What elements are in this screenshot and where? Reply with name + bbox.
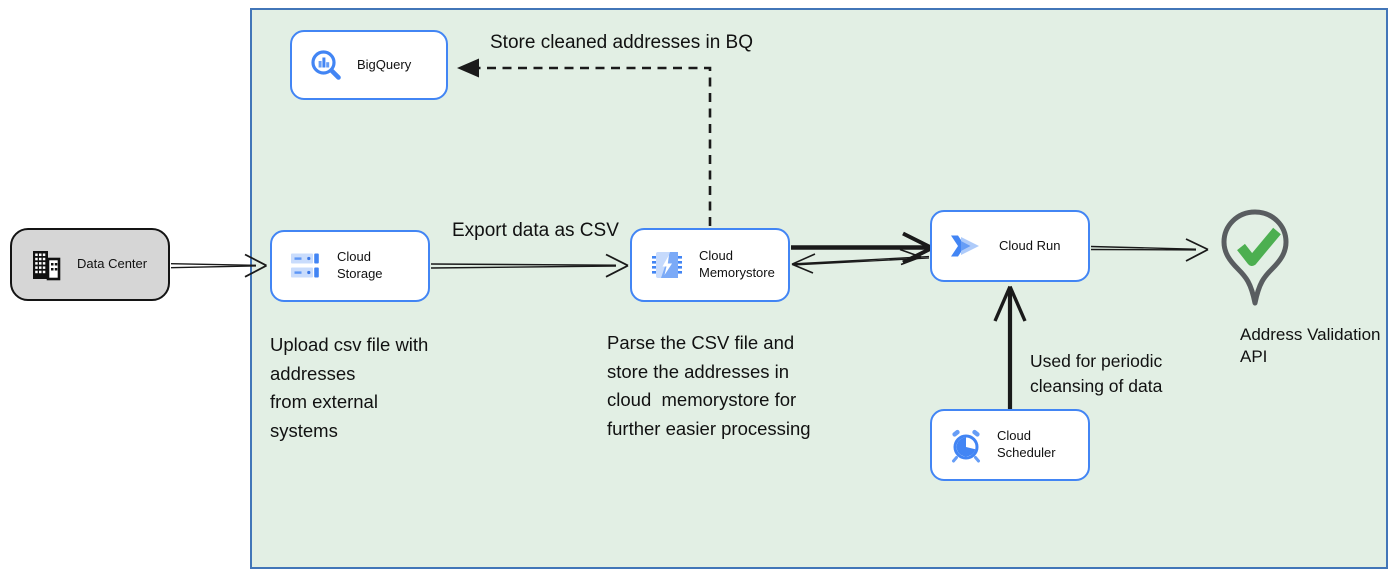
node-cloud-storage: Cloud Storage [270, 230, 430, 302]
label-address-validation-api: Address Validation API [1240, 325, 1381, 367]
node-cloud-memorystore: Cloud Memorystore [630, 228, 790, 302]
node-bigquery: BigQuery [290, 30, 448, 100]
storage-bars-icon [291, 253, 319, 278]
node-label: Cloud Scheduler [997, 428, 1056, 460]
node-label: BigQuery [357, 56, 412, 72]
run-chevron-icon [951, 235, 979, 257]
memory-chip-bolt-icon [652, 252, 682, 278]
node-label: Data Center [77, 256, 148, 272]
magnifier-chart-icon [311, 50, 341, 80]
node-cloud-scheduler: Cloud Scheduler [930, 409, 1090, 481]
label-store-cleaned-addresses: Store cleaned addresses in BQ [490, 32, 753, 53]
node-data-center: Data Center [10, 228, 170, 301]
building-icon [33, 250, 61, 280]
note-periodic-cleansing: Used for periodic cleansing of data [1030, 351, 1163, 396]
node-cloud-run: Cloud Run [930, 210, 1090, 282]
alarm-clock-icon [952, 429, 980, 463]
note-upload-csv: Upload csv file with addresses from exte… [270, 334, 429, 442]
node-label: Cloud Memorystore [699, 248, 775, 280]
node-label: Cloud Storage [337, 249, 383, 281]
note-parse-csv: Parse the CSV file and store the address… [607, 332, 811, 440]
node-label: Cloud Run [999, 237, 1061, 253]
gcp-boundary-container [250, 8, 1388, 569]
label-export-data-csv: Export data as CSV [452, 220, 619, 241]
